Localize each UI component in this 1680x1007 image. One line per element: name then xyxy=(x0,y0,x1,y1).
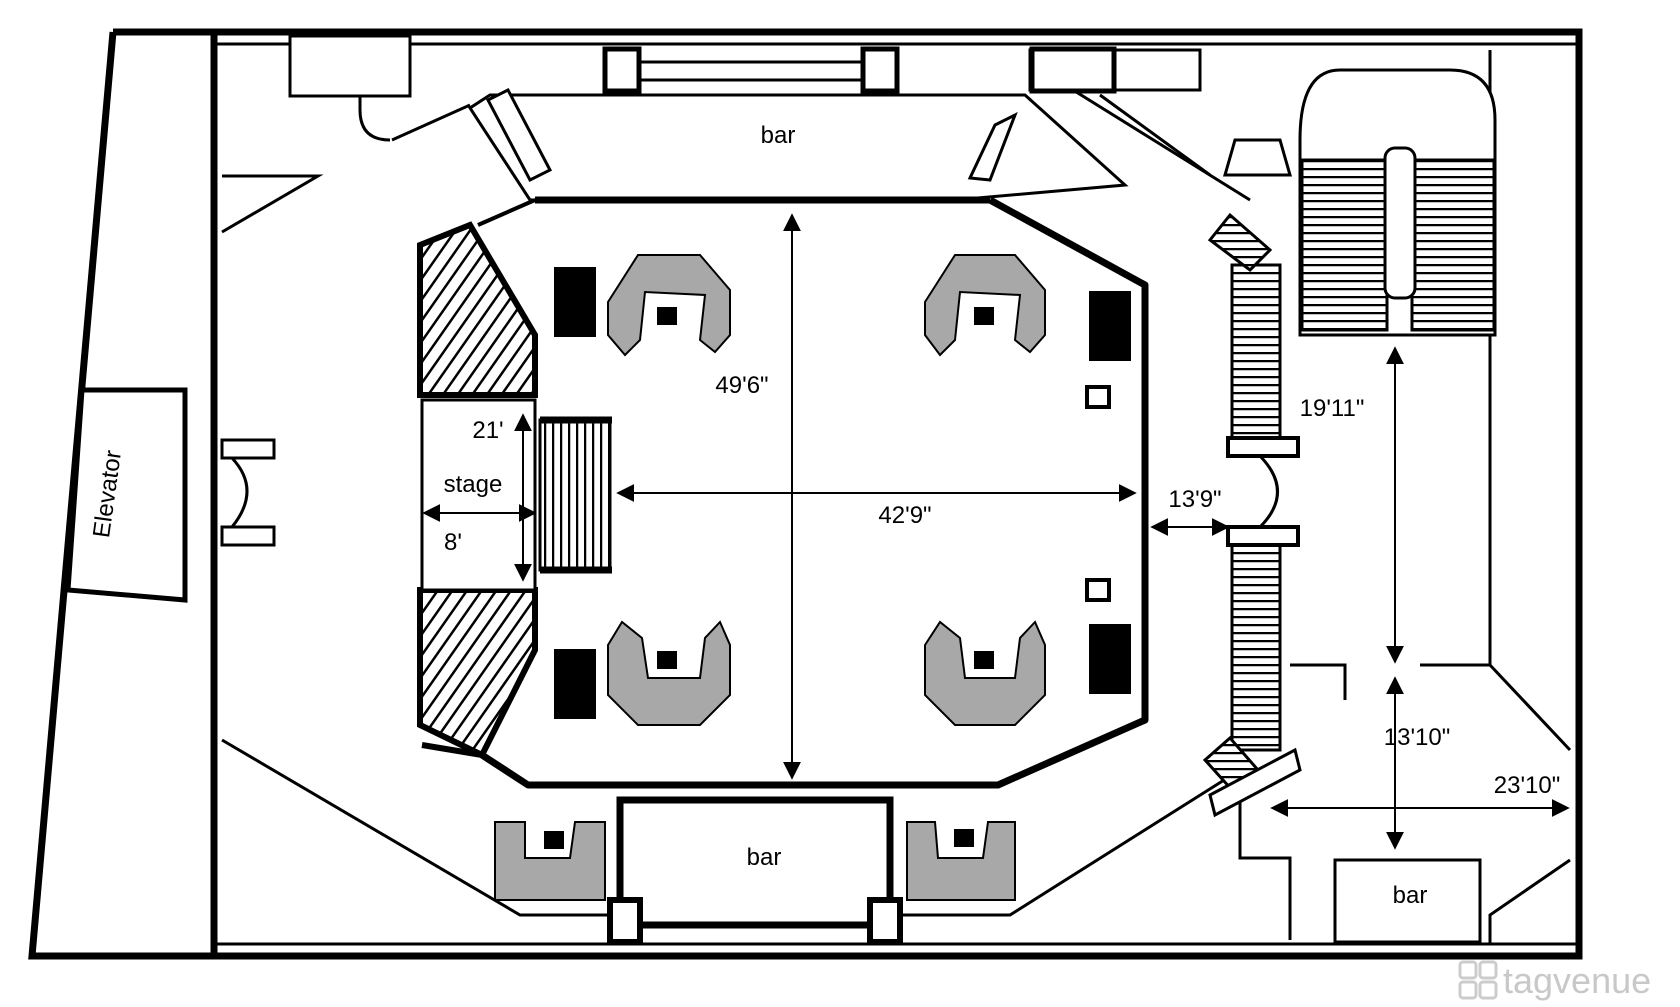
booth-ne xyxy=(924,254,1131,409)
watermark-text: tagvenue xyxy=(1503,960,1651,1001)
booth-sw xyxy=(554,620,731,726)
stage-label: stage xyxy=(444,471,503,498)
watermark: tagvenue xyxy=(1458,960,1651,1001)
dim-lobby-depth: 13'10" xyxy=(1384,724,1451,751)
dim-stage-width: 8' xyxy=(444,529,462,556)
booth-nw xyxy=(554,254,731,357)
bar-right: bar xyxy=(1333,858,1482,944)
elevator: Elevator xyxy=(65,387,188,603)
dim-stair-span: 19'11" xyxy=(1300,395,1365,422)
main-hall xyxy=(480,196,1149,789)
right-stairs xyxy=(1202,138,1302,818)
stage-seating xyxy=(417,221,538,759)
dim-hall-length: 49'6" xyxy=(715,372,768,399)
bar-top: bar xyxy=(467,88,1129,204)
bar-right-label: bar xyxy=(1393,882,1428,909)
dimension-labels: 49'6" 42'9" 21' 8' 13'9" 19'11" 13'10" 2… xyxy=(444,372,1560,799)
tagvenue-logo-icon xyxy=(1458,960,1498,1000)
bar-bottom: bar xyxy=(607,796,903,945)
dim-hall-width: 42'9" xyxy=(878,502,931,529)
dim-stage-depth: 21' xyxy=(472,417,503,444)
outer-walls xyxy=(28,28,1583,960)
booth-bottom-right xyxy=(906,821,1016,901)
dim-lobby-width: 23'10" xyxy=(1494,772,1561,799)
booth-bottom-left xyxy=(494,821,606,901)
booths xyxy=(494,254,1131,901)
staircase-top-right xyxy=(1298,68,1497,337)
bar-top-label: bar xyxy=(761,122,796,149)
top-columns xyxy=(602,46,1117,94)
dim-corridor: 13'9" xyxy=(1168,486,1221,513)
dimension-lines xyxy=(422,213,1570,850)
booth-se xyxy=(924,578,1131,726)
bar-bottom-label: bar xyxy=(747,844,782,871)
